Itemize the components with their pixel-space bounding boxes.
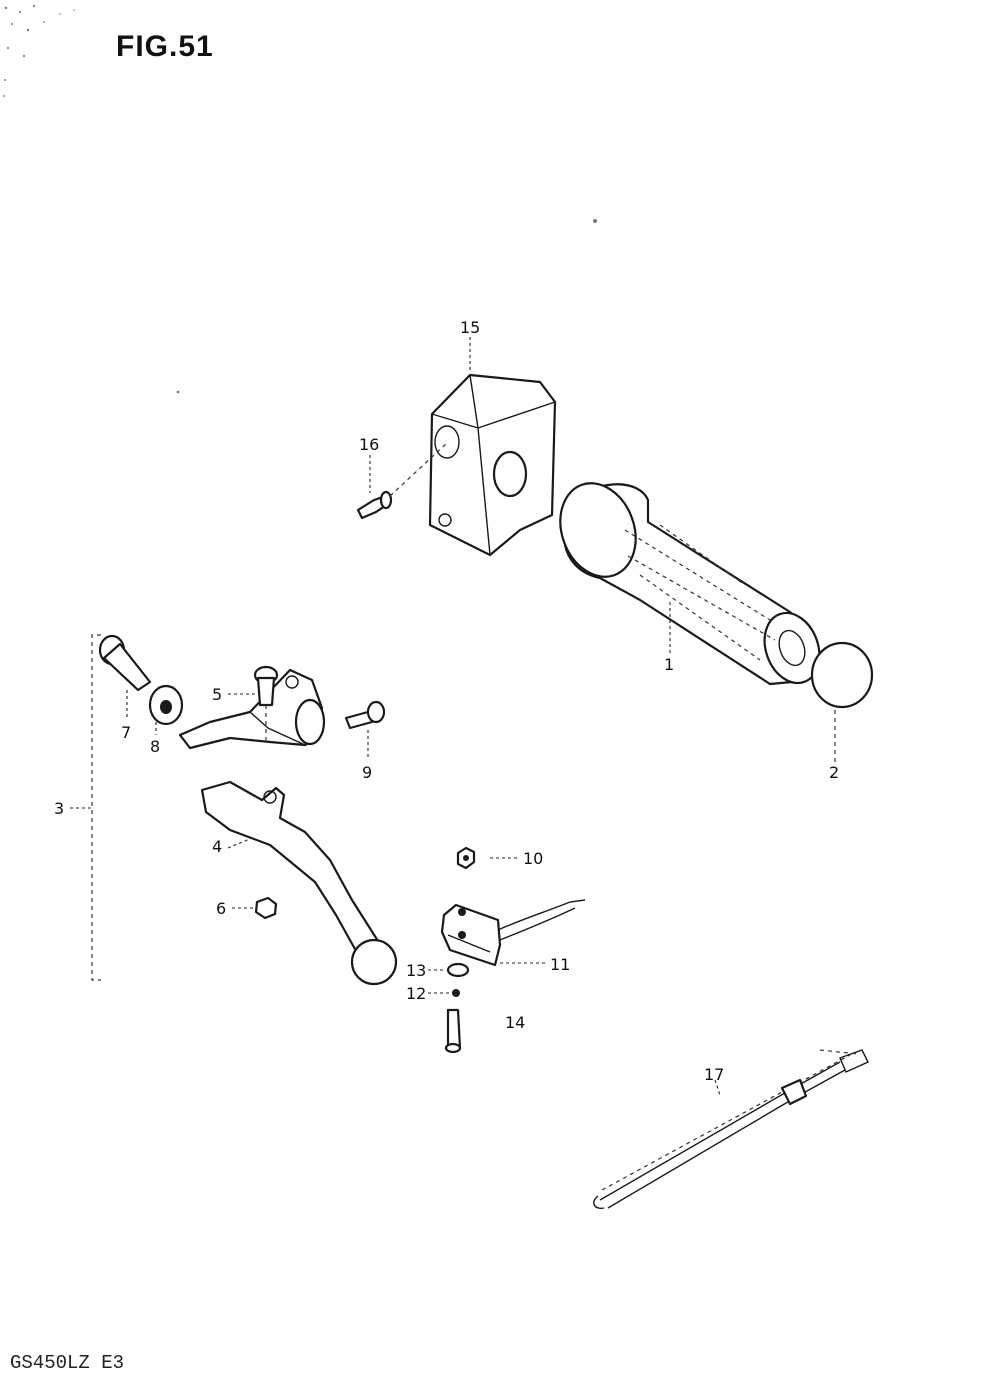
- grip-end-cap: [810, 641, 874, 765]
- screw-16: [356, 443, 447, 520]
- callout-8: 8: [150, 737, 160, 756]
- callout-10: 10: [523, 849, 543, 868]
- model-code: GS450LZ E3: [10, 1352, 125, 1374]
- callout-13: 13: [406, 961, 426, 980]
- figure-title: FIG.51: [116, 30, 214, 63]
- clutch-cable: [593, 1049, 869, 1210]
- spacer-8: [148, 684, 184, 726]
- callout-14: 14: [505, 1013, 525, 1032]
- lever-holder: [178, 668, 326, 750]
- leader-17: [714, 1079, 721, 1096]
- scan-noise: [3, 4, 597, 394]
- callout-11: 11: [550, 955, 570, 974]
- callout-16: 16: [359, 435, 379, 454]
- callout-15: 15: [460, 318, 480, 337]
- callout-3: 3: [54, 799, 64, 818]
- callout-7: 7: [121, 723, 131, 742]
- nut-10: [456, 846, 476, 870]
- leader-4: [227, 837, 253, 849]
- handle-grip: [559, 482, 821, 686]
- lock-washer-12: [452, 989, 460, 997]
- clutch-lever: [200, 780, 398, 986]
- callout-1: 1: [664, 655, 674, 674]
- group-bracket-3: [91, 634, 101, 981]
- callout-9: 9: [362, 763, 372, 782]
- callout-4: 4: [212, 837, 222, 856]
- switch-clamp-11: [440, 899, 586, 967]
- callout-5: 5: [212, 685, 222, 704]
- callout-17: 17: [704, 1065, 724, 1084]
- bolt-5: [253, 665, 279, 745]
- screw-9: [344, 700, 386, 730]
- callout-12: 12: [406, 984, 426, 1003]
- callout-labels: 1 2 3 4 5 6 7 8 9 10 11 12 13 14 15 16 1…: [54, 318, 839, 1084]
- washer-13: [446, 962, 470, 978]
- callout-6: 6: [216, 899, 226, 918]
- nut-6: [254, 896, 278, 920]
- screw-14: [444, 1008, 462, 1054]
- switch-housing: [428, 373, 557, 557]
- callout-2: 2: [829, 763, 839, 782]
- pivot-bolt-7: [98, 634, 152, 692]
